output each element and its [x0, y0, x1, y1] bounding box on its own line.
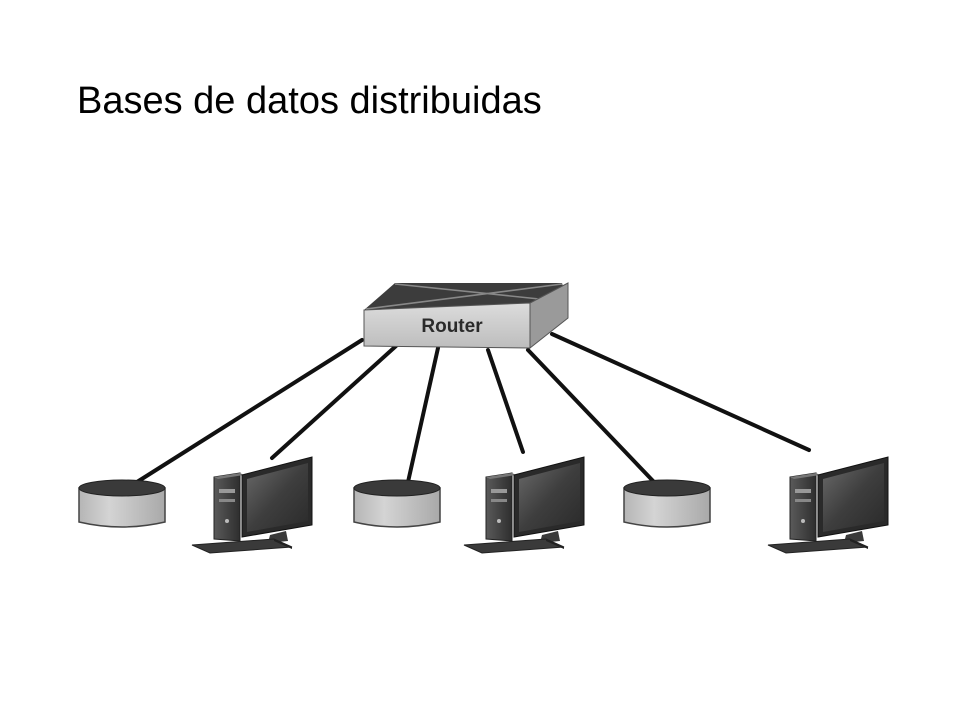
connection-line: [550, 332, 811, 452]
connection-line: [270, 344, 398, 460]
connection-line: [135, 338, 364, 484]
router-icon: Router: [363, 282, 569, 350]
database-icon: [623, 479, 711, 528]
computer-icon: [463, 456, 585, 554]
connection-lines: [135, 332, 811, 484]
database-icon: [78, 479, 166, 528]
connection-line: [526, 348, 656, 484]
slide-title: Bases de datos distribuidas: [77, 80, 542, 122]
connection-line: [406, 346, 440, 484]
router-label: Router: [421, 316, 483, 337]
computer-icon: [767, 456, 889, 554]
database-icon: [353, 479, 441, 528]
connection-line: [486, 348, 525, 454]
computer-icon: [191, 456, 313, 554]
